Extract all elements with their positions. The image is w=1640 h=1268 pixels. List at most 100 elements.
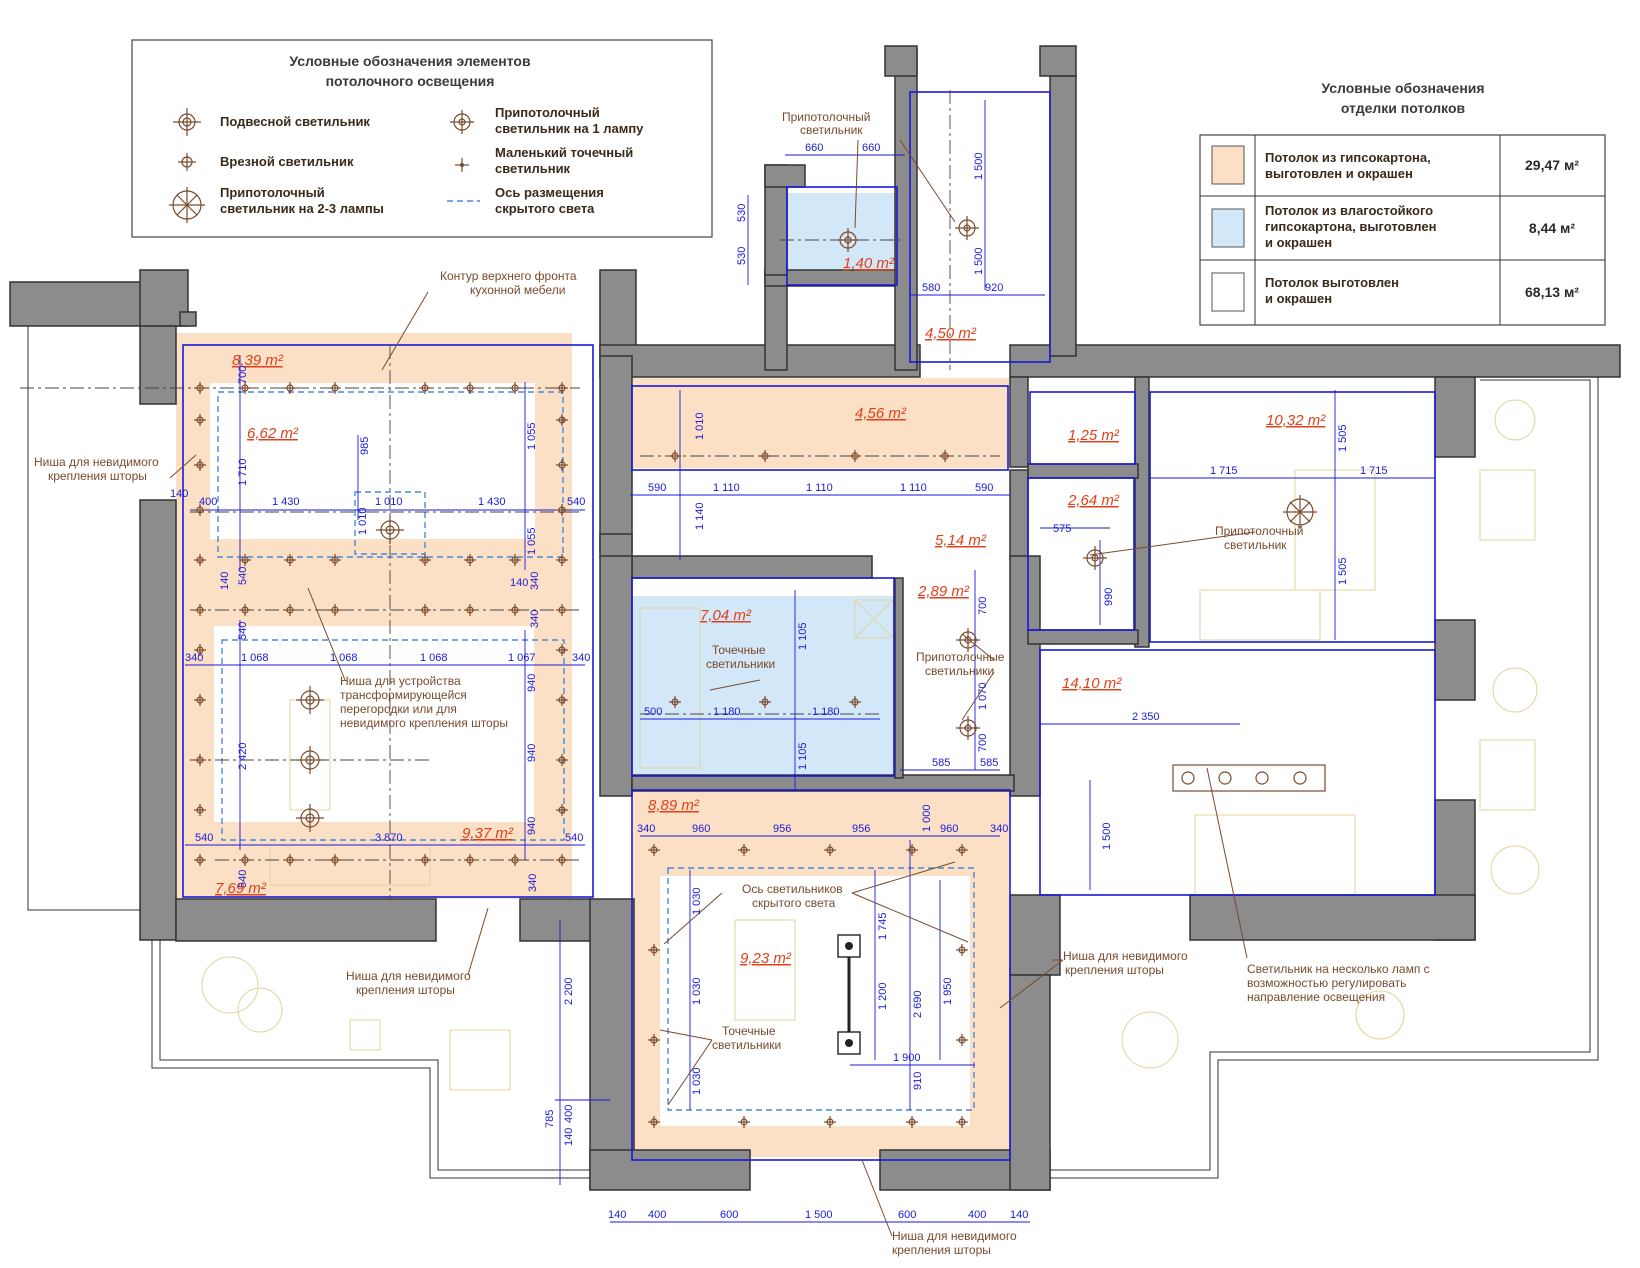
recessed-lamp-icon [759, 696, 771, 708]
dimension-label: 1 110 [900, 482, 927, 494]
recessed-lamp-icon [419, 554, 431, 566]
finish-row-label: и окрашен [1265, 291, 1332, 306]
recessed-lamp-icon [509, 382, 521, 394]
dimension-label: 1 900 [893, 1052, 921, 1064]
area-label: 2,89 m² [917, 583, 970, 600]
annotation-multi-lamp: Светильник на несколько ламп с [1247, 962, 1430, 976]
finish-row-label: выготовлен и окрашен [1265, 166, 1413, 181]
dimension-label: 340 [527, 874, 539, 892]
dimension-label: 140 [608, 1209, 626, 1221]
dimension-label: 660 [805, 142, 823, 154]
recessed-lamp-icon [556, 414, 568, 426]
dimension-labels: 660 660 530 530 1 500 1 500 580 920 700 … [170, 142, 1388, 1221]
recessed-lamp-icon [194, 754, 206, 766]
recessed-lamp-icon [556, 754, 568, 766]
annotation-ceiling-lamp: светильник [1224, 538, 1287, 552]
legend-item-label: светильник на 1 лампу [495, 121, 644, 136]
recessed-lamp-icon [194, 604, 206, 616]
dimension-label: 140 [1010, 1209, 1028, 1221]
annotation-ceiling-lamps: Припотолочные [916, 650, 1005, 664]
dimension-label: 590 [975, 482, 993, 494]
annotation-niche-bottom-left: Ниша для невидимого [346, 969, 471, 983]
ceiling-lamps [194, 216, 1326, 1128]
dimension-label: 1 010 [357, 507, 369, 535]
finish-legend: Условные обозначения отделки потолков По… [1199, 80, 1606, 326]
finish-row-label: Потолок выготовлен [1265, 275, 1399, 290]
dimension-label: 140 [563, 1128, 575, 1146]
recessed-lamp-icon [194, 459, 206, 471]
recessed-lamp-icon [284, 604, 296, 616]
ceiling-lamp-single-icon [450, 110, 474, 134]
dimension-label: 700 [977, 734, 989, 752]
recessed-lamp-icon [648, 1034, 660, 1046]
recessed-lamp-icon [464, 604, 476, 616]
annotation-niche-right: Ниша для невидимого [1063, 949, 1188, 963]
dimension-label: 1 105 [797, 742, 809, 770]
dimension-label: 1 030 [691, 977, 703, 1005]
finish-swatch-orange [1211, 145, 1245, 185]
room-outlines [182, 91, 1436, 1161]
leader-lines [169, 139, 1256, 1237]
recessed-lamp-icon [329, 382, 341, 394]
dimension-label: 540 [237, 870, 249, 888]
annotation-niche-bottom: крепления шторы [892, 1243, 991, 1257]
dimension-label: 910 [912, 1072, 924, 1090]
dimension-label: 1 068 [241, 652, 269, 664]
annotation-spots: Точечные [712, 643, 766, 657]
area-label: 4,50 m² [925, 325, 977, 342]
recessed-lamp-icon [419, 854, 431, 866]
recessed-lamp-icon [194, 644, 206, 656]
dimension-label: 1 715 [1360, 465, 1388, 477]
area-label: 9,23 m² [740, 950, 792, 967]
dimension-label: 340 [529, 572, 541, 590]
recessed-lamp-icon [956, 1116, 968, 1128]
hidden-light-axes [217, 391, 975, 1111]
recessed-lamp-icon [556, 504, 568, 516]
dimension-label: 1 715 [1210, 465, 1238, 477]
area-label: 2,64 m² [1067, 492, 1120, 509]
recessed-lamp-icon [669, 450, 681, 462]
dimension-label: 585 [980, 757, 998, 769]
annotation-partition-niche: перегородки или для [340, 702, 457, 716]
recessed-lamp-icon [464, 854, 476, 866]
area-label: 9,37 m² [462, 825, 514, 842]
annotation-niche-right: крепления шторы [1065, 963, 1164, 977]
recessed-lamp-icon [509, 604, 521, 616]
dimension-label: 585 [932, 757, 950, 769]
finish-row-label: Потолок из влагостойкого [1265, 203, 1433, 218]
recessed-lamp-icon [556, 854, 568, 866]
legend-item-label: светильник на 2-3 лампы [220, 201, 384, 216]
dimension-label: 140 [510, 577, 528, 589]
dimension-label: 660 [862, 142, 880, 154]
dimension-lines [185, 100, 1435, 1223]
recessed-lamp-icon [648, 944, 660, 956]
dimension-label: 2 690 [912, 990, 924, 1018]
recessed-lamp-icon [329, 554, 341, 566]
ceiling-lamp-single-icon [956, 628, 980, 652]
pendant-lamp-icon [296, 746, 324, 774]
dimension-label: 956 [773, 823, 791, 835]
dimension-label: 400 [968, 1209, 986, 1221]
legend-item-label: Припотолочный [495, 105, 600, 120]
recessed-lamp-icon [509, 554, 521, 566]
recessed-lamp-icon [329, 854, 341, 866]
recessed-lamp-icon [509, 854, 521, 866]
dimension-label: 1 500 [973, 247, 985, 275]
legend-item-label: скрытого света [495, 201, 595, 216]
dimension-label: 1 030 [691, 1067, 703, 1095]
dimension-label: 580 [922, 282, 940, 294]
dimension-label: 600 [898, 1209, 916, 1221]
dimension-label: 700 [237, 366, 249, 384]
recessed-lamp-icon [648, 844, 660, 856]
finish-legend-title: Условные обозначения [1321, 80, 1484, 96]
dimension-label: 1 500 [973, 152, 985, 180]
recessed-lamp-icon [464, 554, 476, 566]
recessed-lamp-icon [556, 604, 568, 616]
dimension-label: 1 067 [508, 652, 536, 664]
recessed-lamp-icon [556, 554, 568, 566]
dimension-label: 1 110 [806, 482, 833, 494]
dimension-label: 985 [359, 437, 371, 455]
annotation-partition-niche: невидимого крепления шторы [340, 716, 508, 730]
dimension-label: 1 110 [713, 482, 740, 494]
recessed-lamp-icon [759, 450, 771, 462]
